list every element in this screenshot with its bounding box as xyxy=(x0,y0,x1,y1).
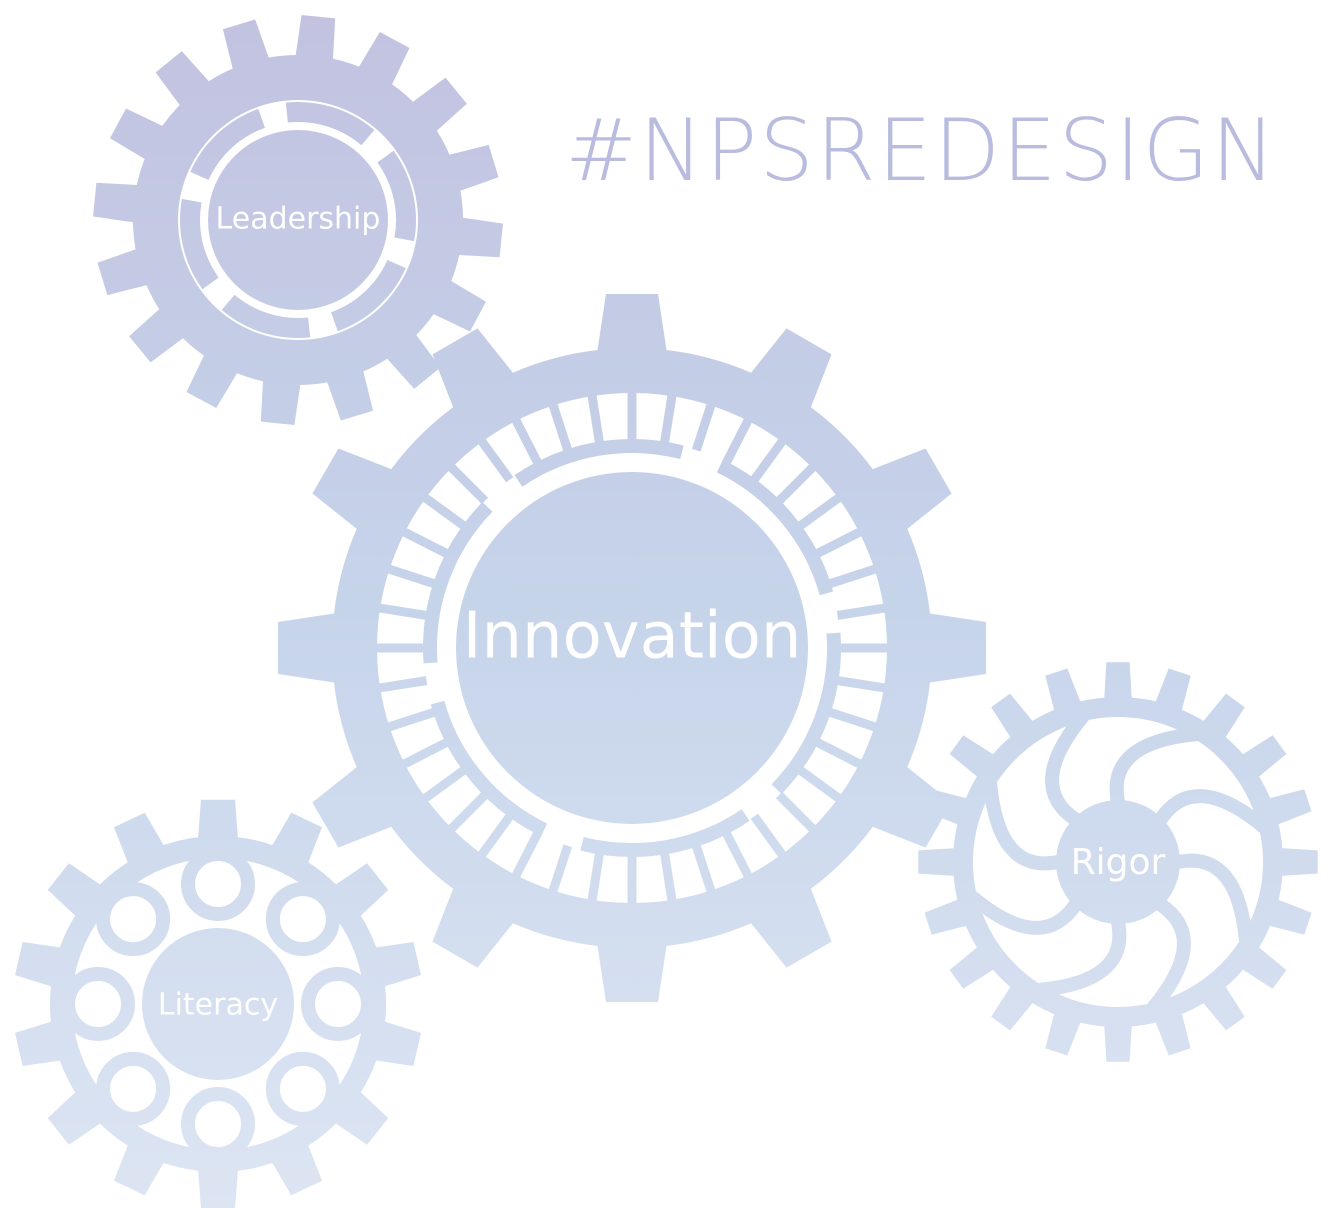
innovation-rung xyxy=(836,602,892,620)
innovation-rung xyxy=(691,397,718,452)
innovation-rung xyxy=(586,388,604,444)
innovation-rung xyxy=(443,791,489,837)
rigor-gear-hub xyxy=(1056,800,1180,924)
innovation-rung xyxy=(815,525,868,558)
rigor-blade xyxy=(1171,853,1253,948)
literacy-gear: Literacy xyxy=(15,799,421,1208)
literacy-ring xyxy=(265,882,340,957)
literacy-label: Literacy xyxy=(158,988,278,1023)
innovation-rung xyxy=(722,412,755,465)
leadership-gear-hub xyxy=(208,130,388,310)
innovation-rung xyxy=(586,852,604,908)
hashtag-title: #NPSREDESIGN xyxy=(565,101,1278,201)
innovation-rung xyxy=(474,813,514,863)
innovation-rung xyxy=(750,433,790,483)
innovation-inner-segment xyxy=(514,439,684,487)
literacy-ring xyxy=(301,967,375,1041)
innovation-rung xyxy=(660,852,678,908)
leadership-gear: Leadership xyxy=(93,15,503,425)
innovation-rung xyxy=(797,490,847,530)
leadership-ring-segment xyxy=(221,294,311,338)
rigor-blade xyxy=(1109,727,1204,809)
innovation-gear-hub xyxy=(456,472,808,824)
innovation-rung xyxy=(546,844,573,899)
rigor-inner-ring xyxy=(963,707,1273,1017)
innovation-rung xyxy=(828,562,883,589)
innovation-rung xyxy=(815,738,868,771)
innovation-inner-segment xyxy=(580,809,750,857)
leadership-ring-segment xyxy=(190,108,266,181)
leadership-gear-body xyxy=(93,15,503,425)
innovation-rung xyxy=(443,459,489,505)
innovation-rung xyxy=(828,707,883,734)
innovation-gear-spokes xyxy=(363,379,901,917)
innovation-rung xyxy=(797,766,847,806)
leadership-ring-segment xyxy=(285,102,375,146)
innovation-rung xyxy=(836,676,892,694)
literacy-ring xyxy=(181,847,255,921)
innovation-rung xyxy=(474,433,514,483)
innovation-rung xyxy=(417,766,467,806)
leadership-label: Leadership xyxy=(216,202,381,237)
literacy-ring xyxy=(96,882,171,957)
leadership-ring-segment xyxy=(180,198,219,290)
innovation-inner-segment xyxy=(430,700,548,837)
innovation-rung xyxy=(417,490,467,530)
innovation-rung xyxy=(396,738,449,771)
literacy-ring xyxy=(181,1087,255,1161)
innovation-rung xyxy=(750,813,790,863)
innovation-rung xyxy=(396,525,449,558)
innovation-label: Innovation xyxy=(463,600,802,674)
innovation-inner-segment xyxy=(771,632,841,795)
literacy-ring xyxy=(265,1051,340,1126)
literacy-ring xyxy=(61,967,135,1041)
rigor-blade xyxy=(1032,915,1127,997)
innovation-inner-segment xyxy=(423,501,493,664)
rigor-blade xyxy=(983,776,1065,871)
literacy-ring xyxy=(96,1051,171,1126)
rigor-label: Rigor xyxy=(1071,842,1166,883)
rigor-blade xyxy=(1045,709,1090,827)
innovation-rung xyxy=(546,397,573,452)
literacy-gear-rings xyxy=(61,847,375,1161)
rigor-blade xyxy=(1146,897,1191,1015)
innovation-rung xyxy=(381,707,436,734)
innovation-rung xyxy=(372,602,428,620)
rigor-gear: Rigor xyxy=(918,662,1318,1062)
innovation-rung xyxy=(660,388,678,444)
rigor-blade xyxy=(965,890,1083,935)
rigor-gear-blades xyxy=(963,707,1273,1017)
innovation-rung xyxy=(372,676,428,694)
literacy-gear-hub xyxy=(142,928,294,1080)
innovation-gear: Innovation xyxy=(278,294,986,1002)
innovation-rung xyxy=(691,844,718,899)
innovation-rung xyxy=(509,831,542,884)
innovation-rung xyxy=(509,412,542,465)
innovation-rung xyxy=(775,791,821,837)
innovation-rung xyxy=(722,831,755,884)
innovation-inner-segment xyxy=(716,459,834,596)
rigor-blade xyxy=(1153,789,1271,834)
innovation-rung xyxy=(775,459,821,505)
innovation-rung xyxy=(381,562,436,589)
leadership-ring-segment xyxy=(377,150,416,242)
leadership-ring-segment xyxy=(330,259,406,332)
